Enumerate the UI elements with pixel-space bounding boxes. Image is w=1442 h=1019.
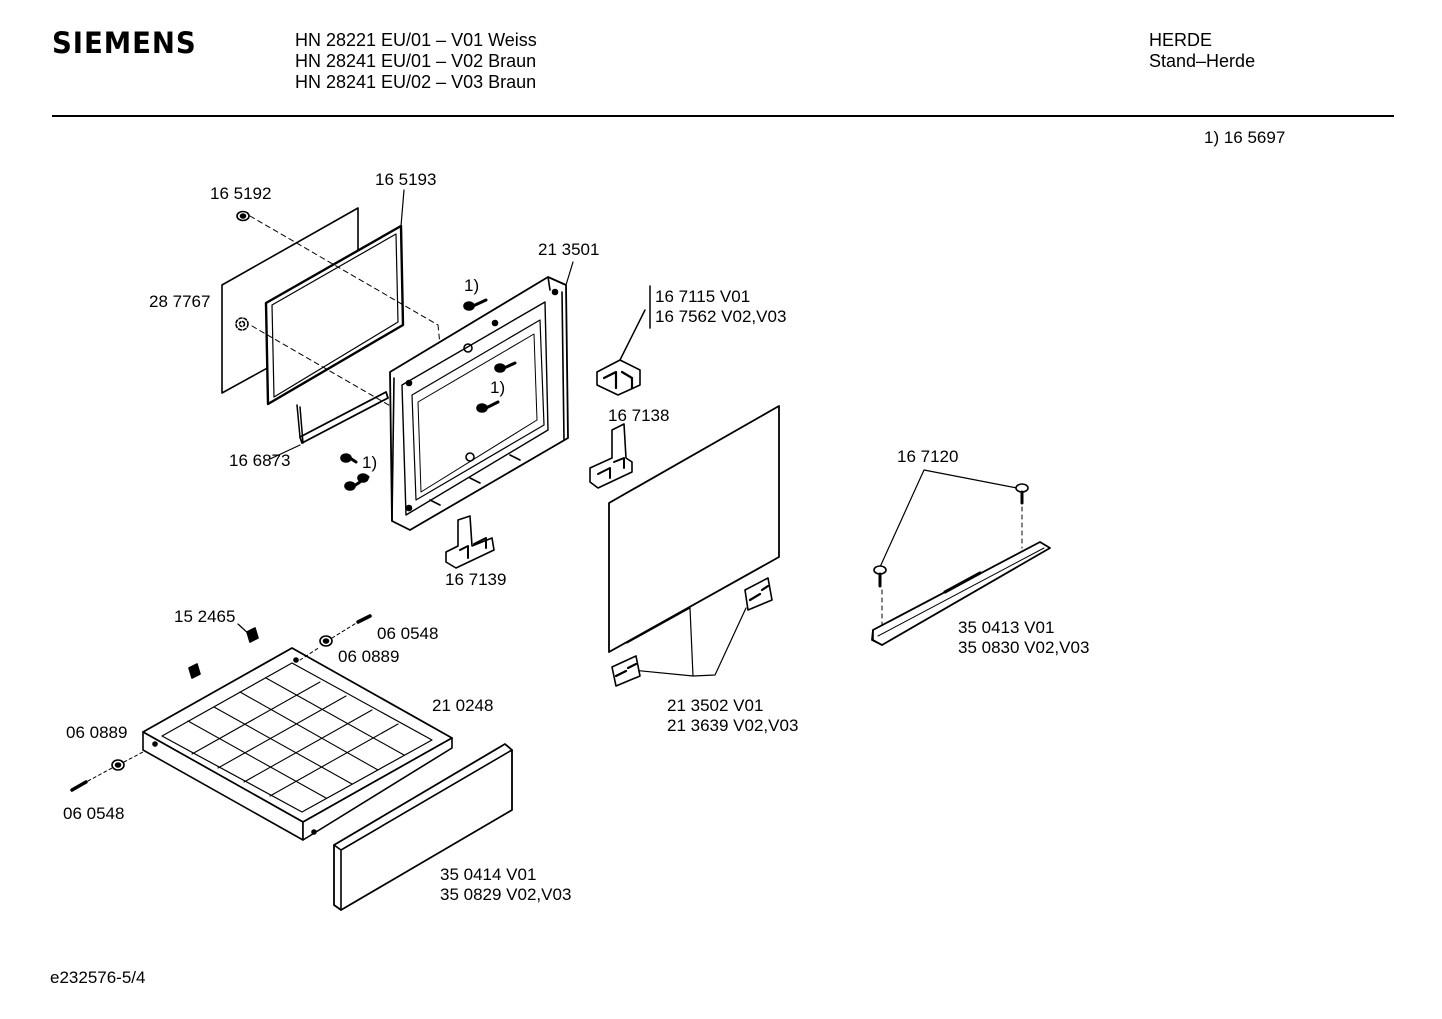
label-166873: 16 6873 xyxy=(229,451,291,470)
label-165193: 16 5193 xyxy=(375,170,437,189)
side-panel xyxy=(608,405,780,687)
label-350413-line-2: 35 0830 V02,V03 xyxy=(958,638,1090,657)
label-ref-1-b: 1) xyxy=(490,378,506,397)
label-350413-line-1: 35 0413 V01 xyxy=(958,618,1055,637)
document-code: e232576-5/4 xyxy=(50,968,146,987)
label-167115-line-1: 16 7115 V01 xyxy=(655,287,751,306)
label-152465: 15 2465 xyxy=(174,607,236,626)
footnote-ref: 1) 16 5697 xyxy=(1204,128,1286,147)
label-167139: 16 7139 xyxy=(445,570,507,589)
label-060548-left: 06 0548 xyxy=(63,804,125,823)
model-line-1: HN 28221 EU/01 – V01 Weiss xyxy=(295,30,537,50)
header-rule xyxy=(52,115,1394,117)
label-060548-top: 06 0548 xyxy=(377,624,439,643)
label-350414: 35 0414 V01 35 0829 V02,V03 xyxy=(440,865,571,905)
drawer-fasteners xyxy=(70,614,372,792)
product-category: HERDE Stand–Herde xyxy=(1149,30,1255,72)
label-350414-line-2: 35 0829 V02,V03 xyxy=(440,885,572,904)
label-213502-line-1: 21 3502 V01 xyxy=(667,696,764,715)
label-213501: 21 3501 xyxy=(538,240,600,259)
label-167115: 16 7115 V01 16 7562 V02,V03 xyxy=(655,287,786,327)
model-line-3: HN 28241 EU/02 – V03 Braun xyxy=(295,72,537,92)
label-060889-left: 06 0889 xyxy=(66,723,128,742)
label-ref-1-c: 1) xyxy=(362,453,378,472)
trim-bar-assembly xyxy=(871,469,1051,646)
label-350413: 35 0413 V01 35 0830 V02,V03 xyxy=(958,618,1089,658)
model-list: HN 28221 EU/01 – V01 Weiss HN 28241 EU/0… xyxy=(295,30,537,93)
label-213502: 21 3502 V01 21 3639 V02,V03 xyxy=(667,696,798,736)
door-screws xyxy=(340,298,517,491)
drawer-tray xyxy=(142,647,453,841)
door-seal xyxy=(264,189,405,406)
glass-clip xyxy=(236,210,250,222)
label-167120: 16 7120 xyxy=(897,447,959,466)
seal-strip xyxy=(269,391,389,460)
drawer-front xyxy=(333,743,513,911)
label-350414-line-1: 35 0414 V01 xyxy=(440,865,537,884)
label-210248: 21 0248 xyxy=(432,696,494,715)
model-line-2: HN 28241 EU/01 – V02 Braun xyxy=(295,51,537,71)
label-167115-line-2: 16 7562 V02,V03 xyxy=(655,307,787,326)
label-060889-top: 06 0889 xyxy=(338,647,400,666)
label-165192: 16 5192 xyxy=(210,184,272,203)
category-label: HERDE xyxy=(1149,30,1213,50)
label-167138: 16 7138 xyxy=(608,406,670,425)
label-287767: 28 7767 xyxy=(149,292,211,311)
door-hinge xyxy=(596,285,651,396)
subcategory-label: Stand–Herde xyxy=(1149,51,1256,71)
brand-logo: SIEMENS xyxy=(52,26,197,60)
hinge-support xyxy=(589,423,633,489)
label-213502-line-2: 21 3639 V02,V03 xyxy=(667,716,799,735)
bottom-hinge xyxy=(445,515,495,569)
inner-door-frame xyxy=(389,261,574,531)
label-ref-1-a: 1) xyxy=(464,276,480,295)
